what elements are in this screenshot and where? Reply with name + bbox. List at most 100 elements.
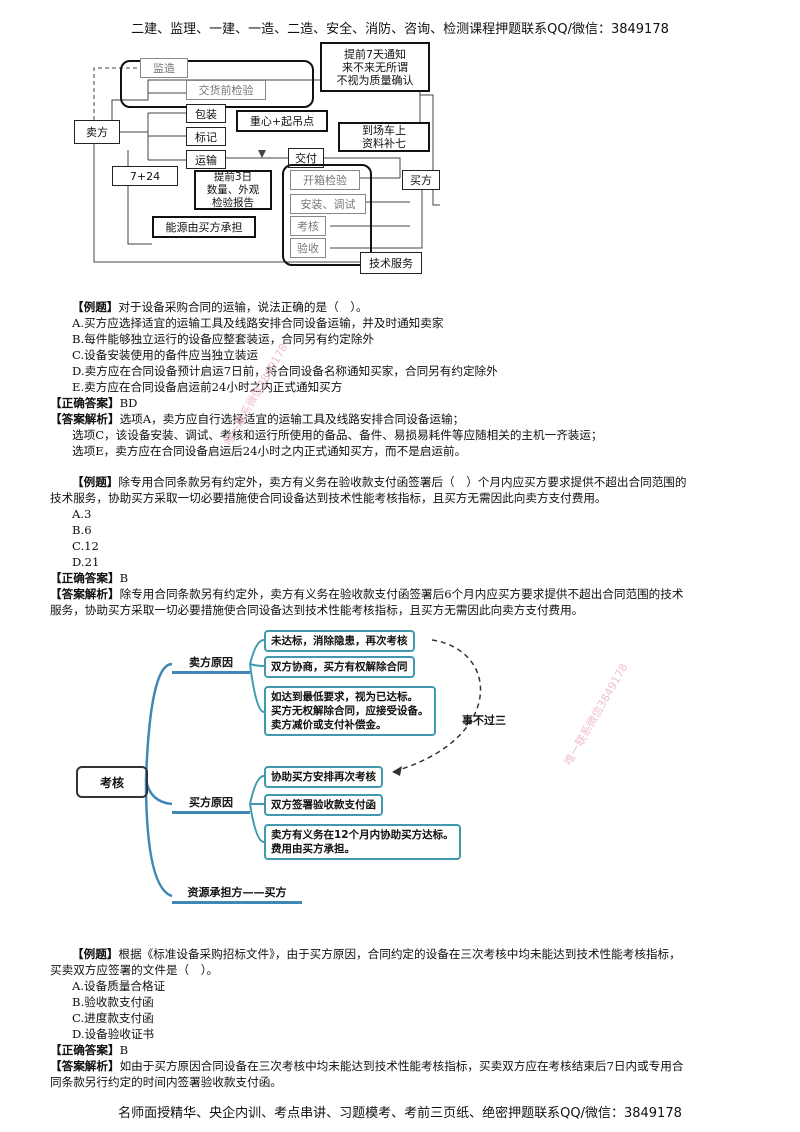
callout-energy: 能源由买方承担 — [152, 216, 256, 238]
callout-7days-line2: 来不来无所谓 — [342, 60, 408, 74]
technical-service-label: 技术服务 — [369, 257, 413, 270]
seller-reason-node: 卖方原因 — [172, 652, 250, 674]
note-three-times-label: 事不过三 — [462, 714, 506, 727]
q2-option-c: C.12 — [72, 539, 99, 553]
q2-stem-line1: 【例题】除专用合同条款另有约定外，卖方有义务在验收款支付函签署后（ ）个月内应买… — [72, 474, 687, 490]
packaging-label: 包装 — [195, 107, 217, 121]
q2-stem-tag: 【例题】 — [72, 475, 119, 489]
q1-option-e: E.卖方应在合同设备启运前24小时之内正式通知买方 — [72, 380, 343, 394]
seller-item-2-label: 双方协商，买方有权解除合同 — [271, 661, 408, 673]
delivery-label: 交付 — [295, 152, 317, 165]
buyer-item-3: 卖方有义务在12个月内协助买方达标。 费用由买方承担。 — [264, 824, 461, 860]
buyer-item-1-label: 协助买方安排再次考核 — [271, 771, 376, 783]
q2-option-b: B.6 — [72, 523, 92, 537]
page-header: 二建、监理、一建、一造、二造、安全、消防、咨询、检测课程押题联系QQ/微信：38… — [131, 22, 669, 37]
callout-3days-line3: 检验报告 — [212, 196, 254, 209]
acceptance-box: 验收 — [290, 238, 326, 258]
q1-stem-tag: 【例题】 — [72, 300, 119, 314]
q1-answer-value: BD — [119, 396, 138, 410]
q1-analysis: 【答案解析】选项A，卖方应自行选择适宜的运输工具及线路安排合同设备运输； — [50, 411, 464, 427]
q1-answer: 【正确答案】BD — [50, 395, 137, 411]
note-three-times: 事不过三 — [462, 712, 506, 728]
q1-analysis-tag: 【答案解析】 — [50, 412, 120, 426]
q2-stem-line2: 技术服务，协助买方采取一切必要措施使合同设备达到技术性能考核指标，且买方无需因此… — [50, 491, 607, 505]
q3-option-c: C.进度款支付函 — [72, 1011, 154, 1025]
acceptance-label: 验收 — [297, 242, 319, 255]
packaging-box: 包装 — [186, 104, 226, 123]
q3-stem-text: 根据《标准设备采购招标文件》，由于买方原因，合同约定的设备在三次考核中均未能达到… — [118, 947, 681, 961]
seller-item-3: 如达到最低要求，视为已达标。 买方无权解除合同，应接受设备。 卖方减价或支付补偿… — [264, 686, 436, 736]
unpacking-inspection-box: 开箱检验 — [290, 170, 360, 190]
pre-delivery-inspection-label: 交货前检验 — [198, 84, 254, 97]
q1-analysis-line3: 选项E，卖方应在合同设备启运后24小时之内正式通知买方，而不是启运前。 — [72, 444, 467, 458]
q2-analysis-line2: 服务，协助买方采取一切必要措施使合同设备达到技术性能考核指标，且买方无需因此向卖… — [50, 603, 584, 617]
q1-option-c: C.设备安装使用的备件应当独立装运 — [72, 348, 259, 362]
q2-option-d: D.21 — [72, 555, 100, 569]
buyer-item-3-line1: 卖方有义务在12个月内协助买方达标。 — [271, 829, 454, 841]
box-7-24-label: 7+24 — [129, 169, 161, 183]
q3-answer-value: B — [119, 1043, 129, 1057]
box-7-24: 7+24 — [112, 166, 178, 186]
q3-analysis-line1: 【答案解析】如由于买方原因合同设备在三次考核中均未能达到技术性能考核指标，买卖双… — [50, 1058, 683, 1074]
jianzao-label: 监造 — [153, 62, 175, 75]
q1-stem: 【例题】对于设备采购合同的运输，说法正确的是（ ）。 — [72, 299, 368, 315]
callout-arrival: 到场车上 资料补七 — [338, 122, 430, 152]
callout-arrival-line1: 到场车上 — [362, 124, 406, 137]
seller-reason-label: 卖方原因 — [189, 655, 233, 669]
q3-option-a: A.设备质量合格证 — [72, 979, 166, 993]
q2-analysis-text: 除专用合同条款另有约定外，卖方有义务在验收款支付函签署后6个月内应买方要求提供不… — [119, 587, 684, 601]
pre-delivery-inspection-box: 交货前检验 — [186, 80, 266, 100]
unpacking-inspection-label: 开箱检验 — [303, 174, 347, 187]
q2-answer-value: B — [119, 571, 129, 585]
q1-answer-tag: 【正确答案】 — [50, 396, 120, 410]
transport-label: 运输 — [195, 153, 217, 167]
seller-item-3-line1: 如达到最低要求，视为已达标。 — [271, 691, 418, 703]
callout-center-of-gravity-label: 重心+起吊点 — [249, 115, 315, 128]
seller-item-3-line3: 卖方减价或支付补偿金。 — [271, 719, 387, 731]
buyer-item-1: 协助买方安排再次考核 — [264, 766, 383, 788]
q2-analysis-line1: 【答案解析】除专用合同条款另有约定外，卖方有义务在验收款支付函签署后6个月内应买… — [50, 586, 683, 602]
q1-option-a: A.买方应选择适宜的运输工具及线路安排合同设备运输，并及时通知卖家 — [72, 316, 444, 330]
resource-bearer-label: 资源承担方——买方 — [187, 885, 287, 899]
q3-answer: 【正确答案】B — [50, 1042, 128, 1058]
buyer-reason-label: 买方原因 — [189, 795, 233, 809]
callout-7days-line3: 不视为质量确认 — [336, 73, 414, 87]
q2-stem-text: 除专用合同条款另有约定外，卖方有义务在验收款支付函签署后（ ）个月内应买方要求提… — [118, 475, 687, 489]
q1-analysis-line2: 选项C，该设备安装、调试、考核和运行所使用的备品、备件、易损易耗件等应随相关的主… — [72, 428, 603, 442]
q3-answer-tag: 【正确答案】 — [50, 1043, 120, 1057]
mind-map: 考核 卖方原因 未达标，消除隐患，再次考核 双方协商，买方有权解除合同 如达到最… — [0, 620, 800, 920]
on-site-group-outline — [282, 164, 372, 266]
q3-analysis-tag: 【答案解析】 — [50, 1059, 120, 1073]
buyer-label: 买方 — [410, 174, 432, 187]
callout-center-of-gravity: 重心+起吊点 — [236, 110, 328, 132]
flowchart: 监造 交货前检验 提前7天通知 来不来无所谓 不视为质量确认 卖方 包装 标记 … — [0, 0, 800, 290]
technical-service-box: 技术服务 — [360, 252, 422, 274]
q2-answer-tag: 【正确答案】 — [50, 571, 120, 585]
mind-map-root-label: 考核 — [99, 775, 124, 790]
seller-label: 卖方 — [86, 126, 108, 139]
buyer-item-2: 双方签署验收款支付函 — [264, 794, 383, 816]
buyer-box: 买方 — [402, 170, 440, 190]
buyer-item-2-label: 双方签署验收款支付函 — [271, 799, 376, 811]
callout-3days-line2: 数量、外观 — [206, 183, 260, 196]
callout-7days-line1: 提前7天通知 — [344, 47, 406, 61]
delivery-box: 交付 — [288, 148, 324, 168]
q3-analysis-text: 如由于买方原因合同设备在三次考核中均未能达到技术性能考核指标，买卖双方应在考核结… — [119, 1059, 684, 1073]
callout-arrival-line2: 资料补七 — [362, 137, 406, 150]
q1-stem-text: 对于设备采购合同的运输，说法正确的是（ ）。 — [118, 300, 368, 314]
q1-option-d: D.卖方应在合同设备预计启运7日前，将合同设备名称通知买家，合同另有约定除外 — [72, 364, 498, 378]
callout-7days: 提前7天通知 来不来无所谓 不视为质量确认 — [320, 42, 430, 92]
installation-box: 安装、调试 — [290, 194, 366, 214]
assessment-label: 考核 — [297, 220, 319, 233]
callout-3days-line1: 提前3日 — [213, 170, 253, 183]
seller-item-3-line2: 买方无权解除合同，应接受设备。 — [271, 705, 429, 717]
q1-analysis-line1: 选项A，卖方应自行选择适宜的运输工具及线路安排合同设备运输； — [119, 412, 465, 426]
callout-3days: 提前3日 数量、外观 检验报告 — [194, 170, 272, 210]
mind-map-root: 考核 — [76, 766, 148, 798]
q2-answer: 【正确答案】B — [50, 570, 128, 586]
q3-option-d: D.设备验收证书 — [72, 1027, 155, 1041]
q3-analysis-line2: 同条款另行约定的时间内签署验收款支付函。 — [50, 1075, 282, 1089]
q3-stem-line2: 买卖双方应签署的文件是（ ）。 — [50, 963, 219, 977]
marking-label: 标记 — [195, 130, 217, 144]
page-footer: 名师面授精华、央企内训、考点串讲、习题模考、考前三页纸、绝密押题联系QQ/微信：… — [118, 1106, 682, 1121]
